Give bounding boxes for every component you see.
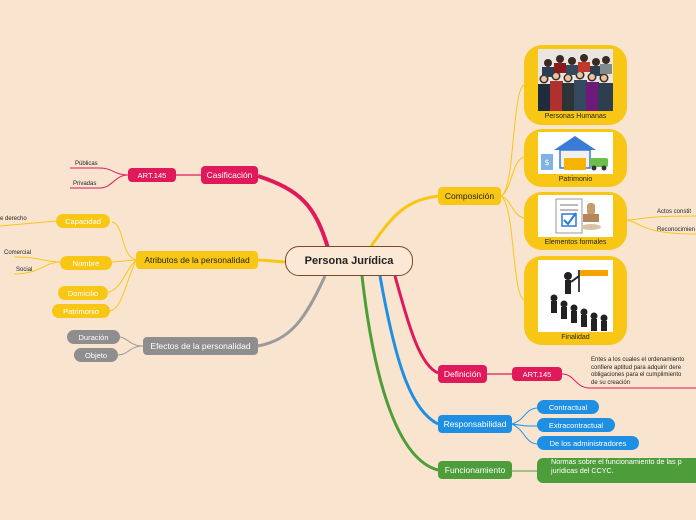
property-assets-icon: $	[538, 132, 613, 174]
funcionamiento-note[interactable]: Normas sobre el funcionamiento de las p …	[537, 457, 696, 483]
topic-efectos[interactable]: Efectos de la personalidad	[143, 337, 258, 355]
topic-definicion[interactable]: Definición	[438, 365, 487, 383]
svg-text:$: $	[544, 158, 549, 167]
responsabilidad-contractual[interactable]: Contractual	[537, 400, 599, 414]
capacidad-note[interactable]: e derecho	[0, 216, 27, 222]
formales-reconocimiento[interactable]: Reconocimien	[657, 227, 696, 233]
formales-actos[interactable]: Actos constit	[657, 209, 692, 215]
card-label: Personas Humanas	[544, 113, 607, 120]
document-stamp-icon	[538, 195, 613, 237]
atributo-patrimonio[interactable]: Patrimonio	[52, 304, 110, 318]
card-label: Finalidad	[561, 334, 590, 341]
efecto-duracion[interactable]: Duración	[67, 330, 120, 344]
atributo-nombre[interactable]: Nombre	[60, 256, 112, 270]
efecto-objeto[interactable]: Objeto	[74, 348, 118, 362]
card-label: Patrimonio	[558, 176, 593, 183]
card-personas-humanas[interactable]: Personas Humanas	[524, 45, 627, 125]
definicion-art[interactable]: ART.145	[512, 367, 562, 381]
topic-clasificacion[interactable]: Casificación	[201, 166, 258, 184]
clasificacion-privadas[interactable]: Privadas	[73, 181, 97, 187]
card-finalidad[interactable]: Finalidad	[524, 256, 627, 345]
responsabilidad-administradores[interactable]: De los administradores	[537, 436, 639, 450]
clasificacion-art[interactable]: ART.145	[128, 168, 176, 182]
people-crowd-icon	[538, 49, 613, 111]
topic-composicion[interactable]: Composición	[438, 187, 501, 205]
central-topic[interactable]: Persona Jurídica	[285, 246, 413, 276]
card-label: Elementos formales	[544, 239, 607, 246]
atributo-capacidad[interactable]: Capacidad	[56, 214, 110, 228]
topic-responsabilidad[interactable]: Responsabilidad	[438, 415, 512, 433]
clasificacion-publicas[interactable]: Públicas	[75, 161, 98, 167]
responsabilidad-extracontractual[interactable]: Extracontractual	[537, 418, 615, 432]
card-patrimonio[interactable]: $ Patrimonio	[524, 129, 627, 187]
nombre-social[interactable]: Social	[16, 267, 33, 273]
topic-atributos[interactable]: Atributos de la personalidad	[136, 251, 258, 269]
card-elementos-formales[interactable]: Elementos formales	[524, 192, 627, 250]
leader-figures-icon	[538, 260, 613, 332]
definicion-text: Entes a los cuales el ordenamiento confi…	[591, 357, 685, 386]
topic-funcionamiento[interactable]: Funcionamiento	[438, 461, 512, 479]
nombre-comercial[interactable]: Comercial	[4, 250, 32, 256]
atributo-domicilio[interactable]: Domicilio	[58, 286, 108, 300]
